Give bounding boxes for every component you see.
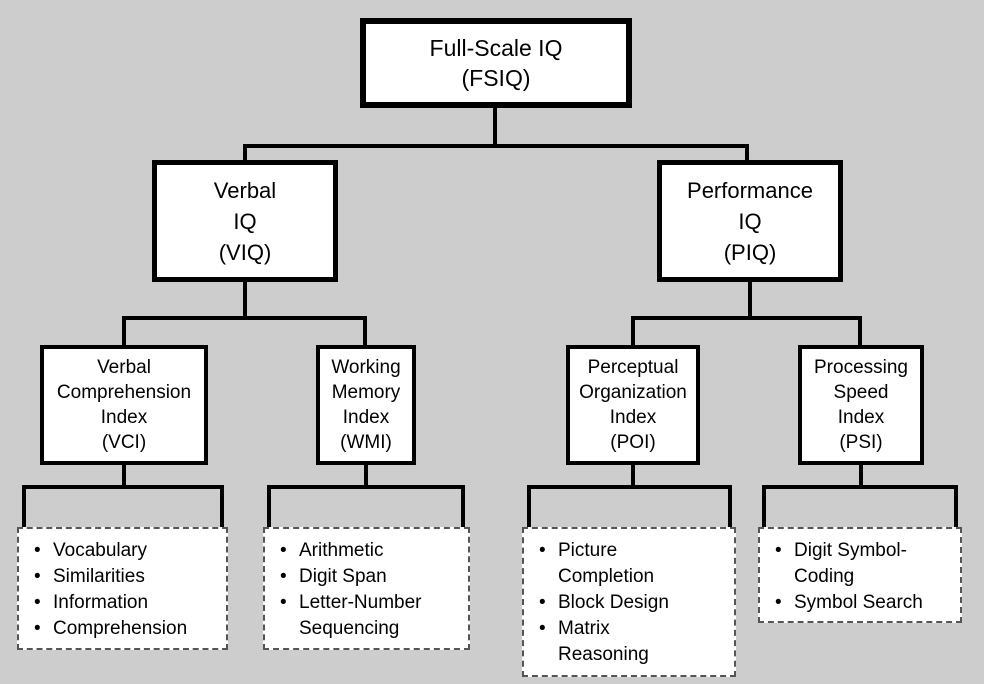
node-psi-line3: Index	[837, 407, 885, 428]
bullet-icon: •	[34, 566, 41, 587]
node-processing-speed-index: Processing Speed Index (PSI)	[798, 345, 924, 465]
connector-viq-drop	[243, 144, 247, 164]
list-item: • Digit Symbol- Coding	[775, 538, 954, 590]
node-poi-line3: Index	[609, 407, 657, 428]
list-item: • Matrix Reasoning	[539, 616, 728, 668]
connector-poi-drop	[631, 316, 635, 349]
subtest-items-poi: • Picture Completion • Block Design • Matri…	[524, 529, 734, 677]
node-poi-line4: (POI)	[610, 432, 656, 453]
node-psi-line2: Speed	[833, 382, 889, 403]
node-performance-iq-line3: (PIQ)	[723, 239, 777, 265]
node-perceptual-organization-index: Perceptual Organization Index (POI)	[566, 345, 700, 465]
bullet-icon: •	[775, 592, 782, 613]
connector-piq-bar	[631, 316, 862, 320]
subtest-list-vci: • Vocabulary • Similarities • Information •…	[17, 527, 228, 650]
node-full-scale-iq-line1: Full-Scale IQ	[429, 35, 563, 61]
list-item: • Information	[34, 590, 220, 616]
subtest-items-vci: • Vocabulary • Similarities • Information •…	[19, 529, 226, 651]
bullet-icon: •	[775, 540, 782, 561]
node-verbal-comprehension-index: Verbal Comprehension Index (VCI)	[40, 345, 208, 465]
list-item: • Symbol Search	[775, 590, 954, 616]
connector-psi-leaf-stem	[859, 463, 863, 489]
connector-tier2-bar	[243, 144, 749, 148]
connector-piq-drop	[745, 144, 749, 164]
bullet-icon: •	[539, 540, 546, 561]
node-wmi-line1: Working	[331, 357, 401, 378]
subtest-label: Symbol Search	[794, 592, 923, 613]
bullet-icon: •	[34, 618, 41, 639]
bracket-poi-subtests	[527, 485, 732, 533]
connector-root-stem	[493, 106, 497, 148]
connector-wmi-leaf-stem	[364, 463, 368, 489]
node-wmi-line4: (WMI)	[340, 432, 392, 453]
connector-wmi-drop	[363, 316, 367, 349]
node-wmi-line3: Index	[342, 407, 390, 428]
list-item: • Similarities	[34, 564, 220, 590]
subtest-label: Similarities	[53, 566, 145, 587]
connector-viq-bar	[122, 316, 367, 320]
node-vci-line4: (VCI)	[101, 432, 147, 453]
subtest-label: Block Design	[558, 592, 669, 613]
subtest-label: Vocabulary	[53, 540, 148, 561]
node-full-scale-iq-line2: (FSIQ)	[461, 65, 531, 91]
subtest-list-wmi: • Arithmetic • Digit Span • Letter-Number S…	[263, 527, 470, 650]
subtest-label: Arithmetic	[299, 540, 384, 561]
subtest-list-psi: • Digit Symbol- Coding • Symbol Search	[758, 527, 962, 623]
list-item: • Picture Completion	[539, 538, 728, 590]
connector-vci-drop	[122, 316, 126, 349]
node-verbal-iq: Verbal IQ (VIQ)	[152, 160, 338, 282]
bullet-icon: •	[280, 592, 287, 613]
connector-poi-leaf-stem	[631, 463, 635, 489]
list-item: • Digit Span	[280, 564, 462, 590]
list-item: • Letter-Number Sequencing	[280, 590, 462, 642]
node-performance-iq-line1: Performance	[687, 177, 813, 203]
list-item: • Arithmetic	[280, 538, 462, 564]
bullet-icon: •	[539, 592, 546, 613]
connector-psi-drop	[858, 316, 862, 349]
connector-piq-stem	[748, 280, 752, 320]
node-vci-line2: Comprehension	[56, 382, 192, 403]
bullet-icon: •	[280, 566, 287, 587]
node-vci-line3: Index	[100, 407, 148, 428]
node-poi-line1: Perceptual	[587, 357, 679, 378]
subtest-label: Digit Span	[299, 566, 387, 587]
subtest-label: Information	[53, 592, 149, 613]
node-psi-line4: (PSI)	[839, 432, 883, 453]
bullet-icon: •	[539, 618, 546, 639]
subtest-label: Letter-Number Sequencing	[299, 592, 422, 639]
connector-viq-stem	[243, 280, 247, 320]
node-verbal-iq-line3: (VIQ)	[218, 239, 272, 265]
bullet-icon: •	[34, 540, 41, 561]
node-working-memory-index: Working Memory Index (WMI)	[316, 345, 416, 465]
node-performance-iq-line2: IQ	[738, 208, 762, 234]
bracket-psi-subtests	[762, 485, 958, 533]
bracket-wmi-subtests	[267, 485, 465, 533]
node-vci-line1: Verbal	[97, 357, 151, 378]
node-full-scale-iq: Full-Scale IQ (FSIQ)	[360, 18, 632, 108]
node-psi-line1: Processing	[814, 357, 908, 378]
subtest-label: Picture Completion	[558, 540, 655, 587]
connector-vci-leaf-stem	[122, 463, 126, 489]
node-poi-line2: Organization	[579, 382, 687, 403]
node-verbal-iq-line1: Verbal	[213, 177, 277, 203]
list-item: • Block Design	[539, 590, 728, 616]
list-item: • Vocabulary	[34, 538, 220, 564]
node-wmi-line2: Memory	[331, 382, 401, 403]
node-verbal-iq-line2: IQ	[233, 208, 257, 234]
bullet-icon: •	[34, 592, 41, 613]
subtest-items-wmi: • Arithmetic • Digit Span • Letter-Number S…	[265, 529, 468, 651]
bracket-vci-subtests	[22, 485, 224, 533]
bullet-icon: •	[280, 540, 287, 561]
list-item: • Comprehension	[34, 616, 220, 642]
subtest-label: Comprehension	[53, 618, 188, 639]
subtest-items-psi: • Digit Symbol- Coding • Symbol Search	[760, 529, 960, 625]
subtest-label: Matrix Reasoning	[558, 618, 649, 665]
subtest-list-poi: • Picture Completion • Block Design • Matri…	[522, 527, 736, 677]
node-performance-iq: Performance IQ (PIQ)	[657, 160, 843, 282]
subtest-label: Digit Symbol- Coding	[794, 540, 907, 587]
